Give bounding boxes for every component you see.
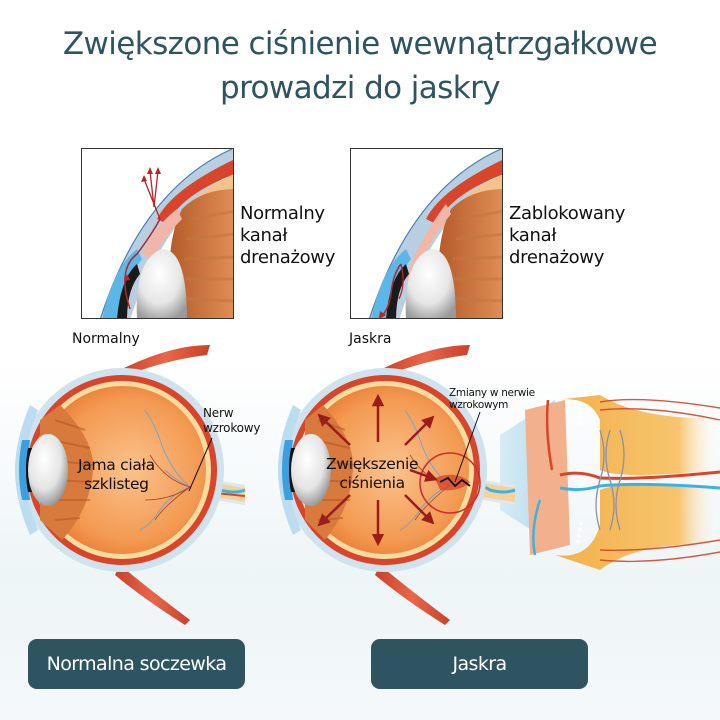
pressure-label-line-1: Zwiększenie [326,455,419,473]
highlight-circle [419,452,481,514]
page-title: Zwiększone ciśnienie wewnątrzgałkowe pro… [0,22,720,110]
drainage-angle-illustration [82,149,233,318]
inset-normal-label-line-3: drenażowy [240,247,336,268]
title-line-1: Zwiększone ciśnienie wewnątrzgałkowe [62,26,658,62]
drainage-angle-illustration [351,149,502,318]
inset-blocked-drainage [350,148,503,319]
inset-normal-drainage [81,148,234,319]
normal-lens-button-label: Normalna soczewka [46,653,227,675]
vitreous-cavity-label: Jama ciała szklisteg [78,456,155,494]
inset-normal-label: Normalny kanał drenażowy [240,203,335,269]
inset-normal-label-line-2: kanał [240,225,288,246]
inset-blocked-label-line-1: Zablokowany [509,203,626,224]
vitreous-label-line-1: Jama ciała [78,456,155,474]
lamina-cribrosa [595,429,625,531]
inset-blocked-label-line-2: kanał [509,225,557,246]
glaucoma-button-label: Jaskra [452,653,507,675]
glaucoma-button[interactable]: Jaskra [371,639,588,689]
optic-nerve-cross-section [525,395,720,570]
nerve-changes-label-line-2: wzrokowym [449,399,509,411]
pressure-label-line-2: ciśnienia [339,474,405,492]
pressure-arrows [317,393,438,547]
inset-blocked-label: Zablokowany kanał drenażowy [509,203,625,269]
inset-blocked-label-line-3: drenażowy [509,247,605,268]
pressure-increase-label: Zwiększenie ciśnienia [326,455,419,493]
optic-nerve-label-line-1: Nerw [203,406,234,420]
glaucoma-eye-caption: Jaskra [349,331,392,347]
vitreous-label-line-2: szklisteg [84,475,149,493]
title-line-2: prowadzi do jaskry [220,70,501,106]
normal-lens-button[interactable]: Normalna soczewka [28,639,245,689]
optic-nerve-label: Nerw wzrokowy [203,406,261,436]
nerve-changes-label-line-1: Zmiany w nerwie [449,387,535,399]
inset-normal-label-line-1: Normalny [240,203,325,224]
normal-eye-caption: Normalny [72,331,140,347]
glaucoma-eye-illustration [278,345,555,625]
normal-eye-illustration [15,345,246,625]
optic-nerve-changes-label: Zmiany w nerwie wzrokowym [449,387,535,411]
optic-nerve-label-line-2: wzrokowy [203,421,261,435]
